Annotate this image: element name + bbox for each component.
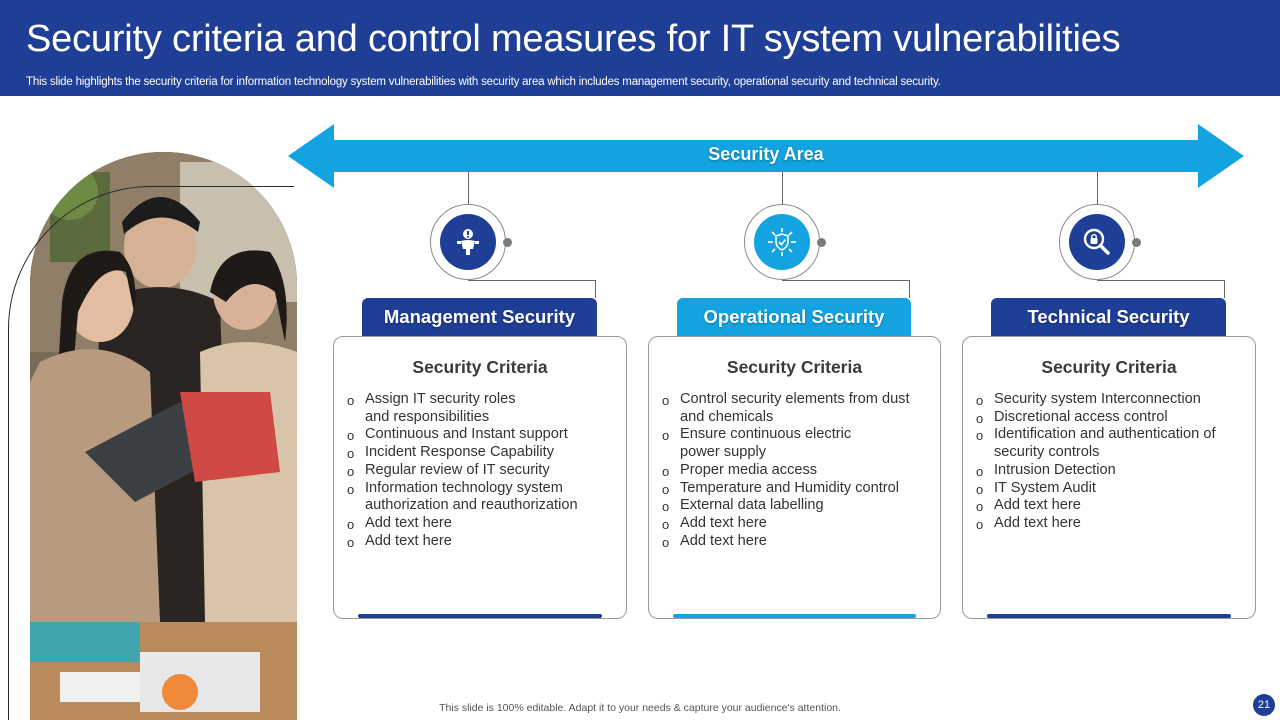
card-title: Security Criteria xyxy=(412,357,548,377)
criteria-list: Security system Interconnection Discreti… xyxy=(975,391,1247,533)
connector-line xyxy=(468,280,596,298)
connector-line xyxy=(1097,280,1225,298)
slide-title: Security criteria and control measures f… xyxy=(26,18,1121,60)
slide-subtitle: This slide highlights the security crite… xyxy=(26,76,941,88)
card-title: Security Criteria xyxy=(1041,357,1177,377)
card-title: Security Criteria xyxy=(726,357,863,377)
list-item: Regular review of IT security xyxy=(346,462,618,480)
list-item: Continuous and Instant support xyxy=(346,426,618,444)
connector-line xyxy=(782,172,783,205)
page-number: 21 xyxy=(1253,694,1275,716)
list-item: Add text here xyxy=(346,515,618,533)
person-alert-icon xyxy=(440,214,496,270)
management-security-label: Management Security xyxy=(362,298,597,336)
security-area-arrow: Security Area xyxy=(288,124,1244,188)
card-accent-bar xyxy=(358,614,602,618)
shield-network-icon xyxy=(754,214,810,270)
magnifier-lock-icon xyxy=(1069,214,1125,270)
list-item: Intrusion Detection xyxy=(975,462,1247,480)
card-accent-bar xyxy=(673,614,916,618)
list-item: Assign IT security roles and responsibil… xyxy=(346,391,618,426)
list-item: Information technology system authorizat… xyxy=(346,480,618,515)
criteria-list: Control security elements from dust and … xyxy=(661,391,932,551)
management-icon-ring xyxy=(430,204,506,280)
list-item: Temperature and Humidity control xyxy=(661,480,932,498)
footer-note: This slide is 100% editable. Adapt it to… xyxy=(0,702,1280,714)
operational-criteria-card: Security Criteria Control security eleme… xyxy=(648,336,941,619)
footer-text: This slide is 100% editable. Adapt it to… xyxy=(439,702,841,714)
list-item: Security system Interconnection xyxy=(975,391,1247,409)
ring-dot xyxy=(503,238,512,247)
list-item: Control security elements from dust and … xyxy=(661,391,932,426)
management-criteria-card: Security Criteria Assign IT security rol… xyxy=(333,336,627,619)
list-item: Add text here xyxy=(975,497,1247,515)
ring-dot xyxy=(817,238,826,247)
header-banner: Security criteria and control measures f… xyxy=(0,0,1280,96)
arrow-label: Security Area xyxy=(708,144,824,164)
connector-line xyxy=(1097,172,1098,205)
technical-icon-ring xyxy=(1059,204,1135,280)
ring-dot xyxy=(1132,238,1141,247)
list-item: Add text here xyxy=(346,533,618,551)
criteria-list: Assign IT security roles and responsibil… xyxy=(346,391,618,551)
list-item: Identification and authentication of sec… xyxy=(975,426,1247,461)
connector-line xyxy=(782,280,910,298)
list-item: Add text here xyxy=(661,533,932,551)
list-item: Proper media access xyxy=(661,462,932,480)
list-item: IT System Audit xyxy=(975,480,1247,498)
team-photo xyxy=(30,152,297,720)
operational-icon-ring xyxy=(744,204,820,280)
list-item: Incident Response Capability xyxy=(346,444,618,462)
list-item: Ensure continuous electric power supply xyxy=(661,426,932,461)
connector-line xyxy=(468,172,469,205)
technical-criteria-card: Security Criteria Security system Interc… xyxy=(962,336,1256,619)
list-item: Discretional access control xyxy=(975,409,1247,427)
technical-security-label: Technical Security xyxy=(991,298,1226,336)
list-item: Add text here xyxy=(661,515,932,533)
list-item: External data labelling xyxy=(661,497,932,515)
operational-security-label: Operational Security xyxy=(677,298,911,336)
list-item: Add text here xyxy=(975,515,1247,533)
card-accent-bar xyxy=(987,614,1231,618)
